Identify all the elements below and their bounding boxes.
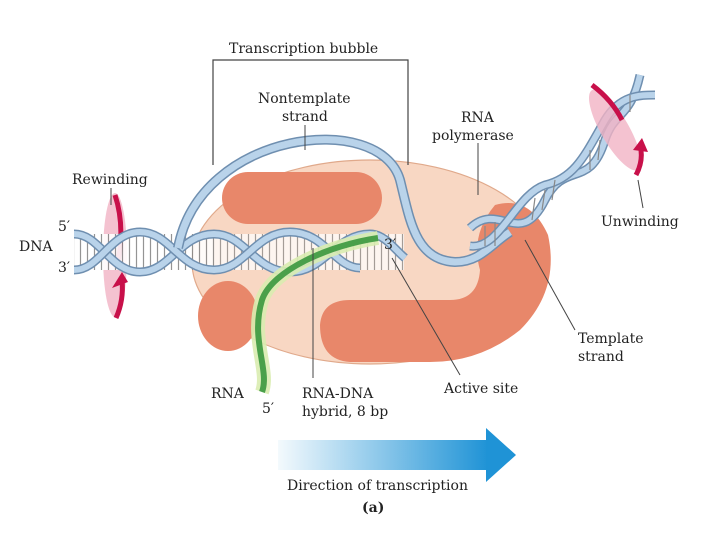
active-site-label: Active site: [443, 381, 518, 397]
rna-dna-hybrid-label-line2: hybrid, 8 bp: [302, 404, 388, 420]
rna-polymerase-label-line2: polymerase: [432, 128, 514, 144]
dna-5prime-label: 5′: [58, 219, 70, 235]
dna-3prime-label: 3′: [58, 260, 70, 276]
rna-3prime-label: 3′: [384, 237, 396, 253]
rna-dna-hybrid-label-line1: RNA-DNA: [302, 386, 374, 402]
rna-polymerase-label-line1: RNA: [461, 110, 495, 126]
nontemplate-strand-label-line2: strand: [282, 109, 328, 125]
rewinding-label: Rewinding: [72, 172, 148, 188]
unwinding-rotation-arrow: [589, 83, 648, 177]
dna-label: DNA: [19, 239, 53, 255]
dna-double-helix-left: [73, 227, 215, 277]
rna-5prime-label: 5′: [262, 401, 274, 417]
enzyme-left-lobe: [198, 281, 258, 351]
transcription-bubble-label: Transcription bubble: [229, 41, 378, 57]
unwinding-label: Unwinding: [601, 214, 679, 230]
rna-label: RNA: [211, 386, 245, 402]
panel-label: (a): [362, 500, 384, 516]
template-strand-label-line1: Template: [578, 331, 644, 347]
transcription-bubble-bracket: [212, 59, 409, 165]
direction-of-transcription-label: Direction of transcription: [287, 478, 468, 494]
template-strand-label-line2: strand: [578, 349, 624, 365]
direction-of-transcription-arrow: [278, 428, 516, 482]
leader-lines: [110, 125, 644, 378]
rna-strand: [251, 231, 380, 395]
nontemplate-strand-label-line1: Nontemplate: [258, 91, 351, 107]
enzyme-upper-lobe: [222, 172, 382, 224]
nontemplate-strand: [173, 134, 513, 268]
